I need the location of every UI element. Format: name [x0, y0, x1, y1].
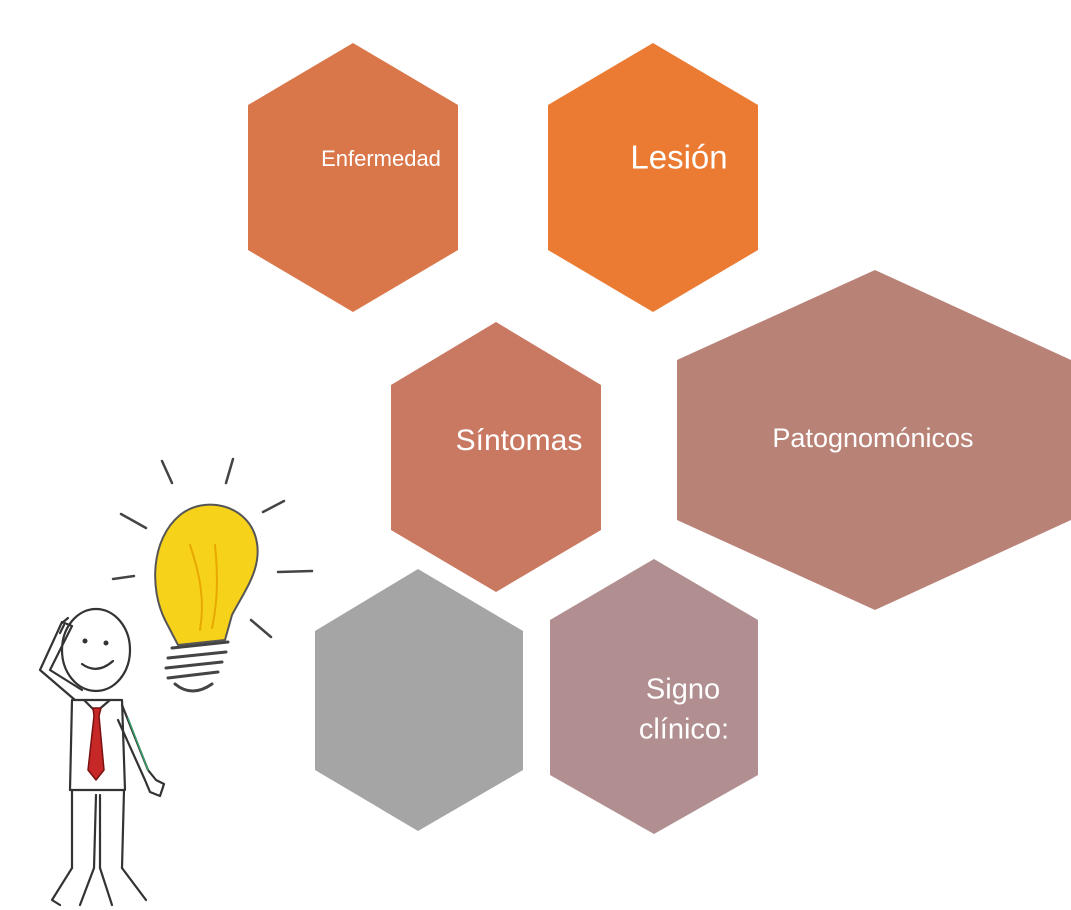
thinking-person-illustration	[38, 457, 314, 907]
hexagon-blank	[315, 569, 523, 831]
hexagon-signo-clinico-shape	[550, 559, 758, 834]
hexagon-sintomas-label: Síntomas	[456, 424, 583, 457]
hexagon-sintomas: Síntomas	[391, 322, 601, 592]
hexagon-lesion: Lesión	[548, 43, 758, 312]
hexagon-enfermedad-label: Enfermedad	[321, 146, 441, 171]
hexagon-signo-clinico: Signo clínico:	[550, 559, 758, 834]
hexagon-lesion-label: Lesión	[630, 139, 727, 176]
hexagon-sintomas-shape	[391, 322, 601, 592]
hexagon-patognomonicos-shape	[677, 270, 1071, 610]
hexagon-lesion-shape	[548, 43, 758, 312]
hexagon-signo-clinico-label-line2: clínico:	[639, 714, 729, 746]
person-tie	[87, 707, 105, 781]
hexagon-enfermedad: Enfermedad	[248, 43, 458, 312]
person-legs	[50, 788, 148, 907]
person-head	[58, 607, 132, 693]
hexagon-patognomonicos-label: Patognomónicos	[772, 423, 973, 453]
hexagon-blank-shape	[315, 569, 523, 831]
person-raised-arm	[38, 620, 84, 702]
hexagon-enfermedad-shape	[248, 43, 458, 312]
lightbulb-icon	[154, 503, 259, 693]
person-right-arm	[116, 703, 166, 798]
lightbulb-rays-icon	[111, 457, 314, 639]
hexagon-patognomonicos: Patognomónicos	[677, 270, 1071, 610]
hexagon-signo-clinico-label-line1: Signo	[646, 674, 720, 706]
